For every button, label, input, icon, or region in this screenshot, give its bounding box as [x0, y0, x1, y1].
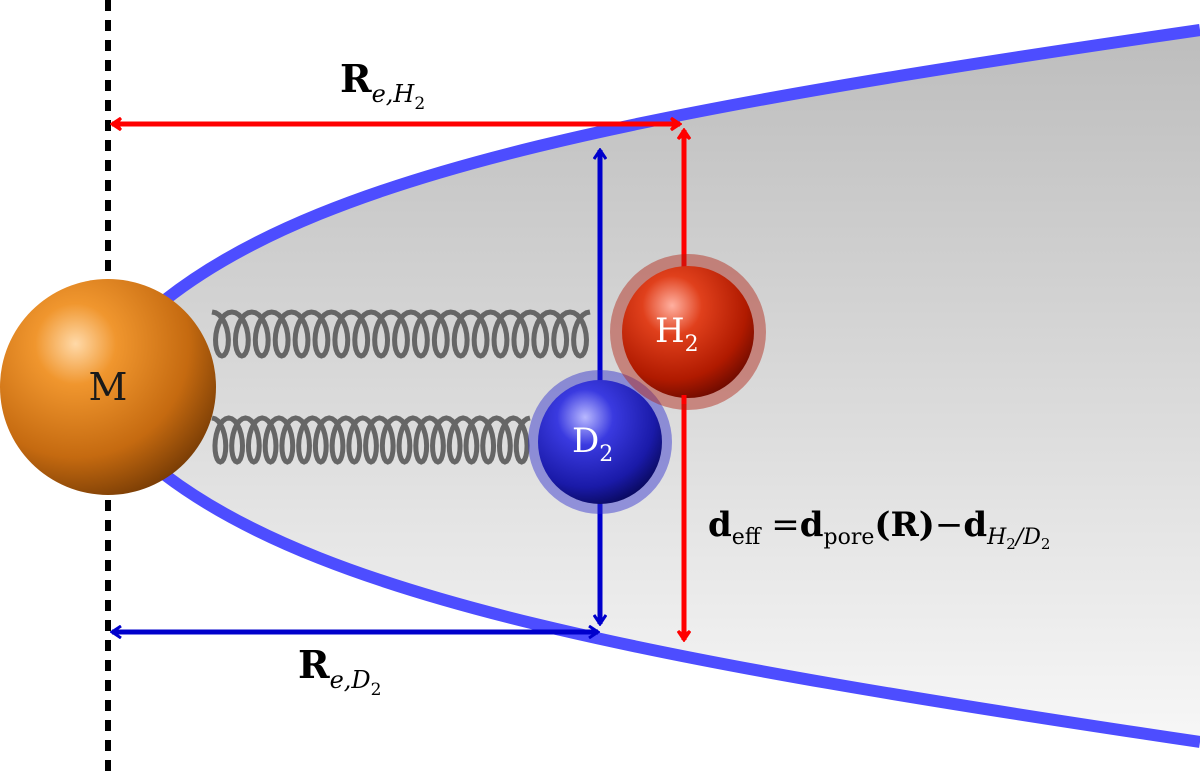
d2-molecule	[538, 380, 662, 504]
spring-coil	[211, 415, 531, 465]
d2-label: D2	[572, 421, 613, 467]
spring-h2	[211, 309, 591, 359]
metal-atom	[0, 279, 216, 495]
effective-diameter-equation: deff =dpore(R)−dH2/D2	[708, 505, 1050, 553]
h2-molecule	[622, 266, 754, 398]
metal-label: M	[89, 365, 128, 409]
h2-label: H2	[655, 311, 699, 357]
spring-coil	[211, 309, 591, 359]
spring-d2	[211, 415, 531, 465]
pore-wall-lower	[161, 470, 1200, 748]
re-d2-label: Re,D2	[298, 642, 382, 700]
pore-wall-upper	[161, 24, 1200, 305]
re-h2-label: Re,H2	[340, 56, 425, 114]
